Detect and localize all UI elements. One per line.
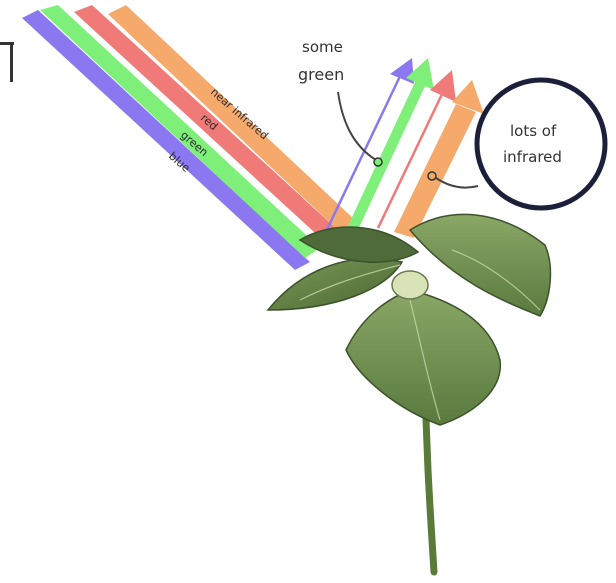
reflected-arrowhead-red [430,70,456,102]
callout-infrared-line1: lots of [510,122,557,140]
plant-flower-bud [392,271,428,299]
reflected-arrowhead-blue [390,58,414,84]
edge-mark-vertical [10,42,13,82]
callout-some-green-line1: some [302,38,343,56]
callout-some-green-line2: green [298,65,344,84]
callout-infrared-line2: infrared [503,148,562,166]
callout-some-green-leader [338,92,376,160]
callout-circle-icon [477,80,605,208]
callout-some-green-dot [374,158,382,166]
incoming-beam-green [40,5,320,258]
plant-illustration-icon [268,214,550,572]
callout-some-green: some green [298,38,382,166]
callout-infrared-dot [428,172,436,180]
